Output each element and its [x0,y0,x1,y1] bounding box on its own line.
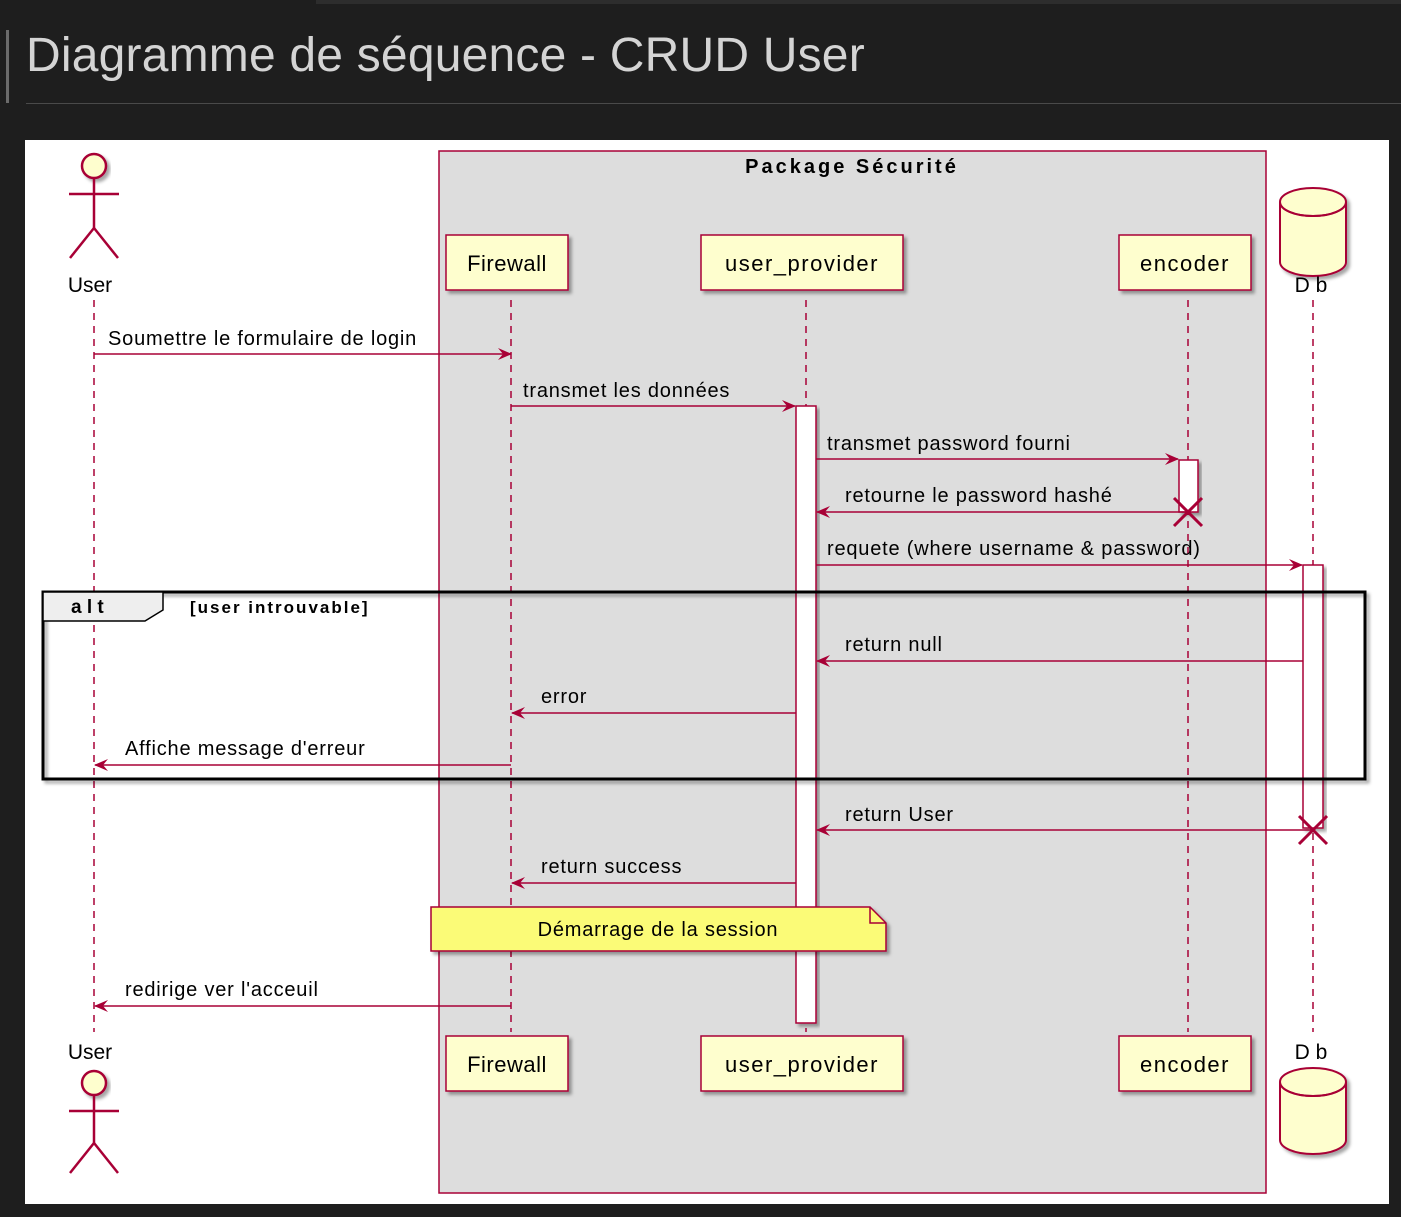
participant-label-user-provider-top: user_provider [725,251,879,276]
participant-box-firewall-bottom [445,1035,569,1092]
diagram-canvas: Package Sécurité User Firewall user_prov… [25,140,1389,1204]
participant-label-user-provider-bottom: user_provider [725,1052,879,1077]
participant-label-firewall-bottom: Firewall [467,1052,547,1077]
message-label-5: requete (where username & password) [827,538,1201,560]
message-label-8: Affiche message d'erreur [125,738,366,760]
activation-user-provider [795,405,817,1024]
message-label-4: retourne le password hashé [845,485,1113,507]
alt-condition: [user introuvable] [190,598,370,617]
actor-user-bottom [69,1069,119,1174]
participant-label-firewall-top: Firewall [467,251,547,276]
alt-fragment-tab [42,591,164,622]
destroy-icon-encoder [1172,496,1204,528]
title-divider [26,103,1401,104]
participant-box-encoder-bottom [1118,1035,1252,1092]
message-label-6: return null [845,634,943,656]
sequence-diagram: Package Sécurité User Firewall user_prov… [41,150,1367,1194]
note-text: Démarrage de la session [538,919,779,941]
alt-keyword: a l t [71,597,104,618]
package-label: Package Sécurité [745,156,959,178]
participant-box-user-provider-top [700,234,904,291]
participant-box-firewall-top [445,234,569,291]
participant-label-encoder-top: encoder [1140,251,1230,276]
participant-label-db-top: D b [1295,274,1328,297]
participant-box-encoder-top [1118,234,1252,291]
activation-db [1302,564,1324,829]
note-box [430,906,887,952]
participant-box-user-provider-bottom [700,1035,904,1092]
message-label-7: error [541,686,587,708]
package-box [438,150,1267,1194]
page-title: Diagramme de séquence - CRUD User [26,29,865,82]
message-label-10: return success [541,856,682,878]
message-label-11: redirige ver l'acceuil [125,979,319,1001]
alt-fragment [41,590,1367,781]
participant-label-user-bottom: User [68,1041,112,1064]
database-icon-db-top [1279,187,1347,277]
message-label-2: transmet les données [523,380,730,402]
participant-label-user-top: User [68,274,112,297]
note-fold [869,907,886,924]
actor-user-top [69,152,119,259]
message-label-3: transmet password fourni [827,433,1071,455]
destroy-icon-db [1297,814,1329,846]
participant-label-encoder-bottom: encoder [1140,1052,1230,1077]
title-accent-bar [6,30,9,103]
participant-label-db-bottom: D b [1295,1041,1328,1064]
message-label-1: Soumettre le formulaire de login [108,328,417,350]
database-icon-db-bottom [1279,1067,1347,1155]
message-label-9: return User [845,804,954,826]
top-bar-strip [316,0,1401,4]
